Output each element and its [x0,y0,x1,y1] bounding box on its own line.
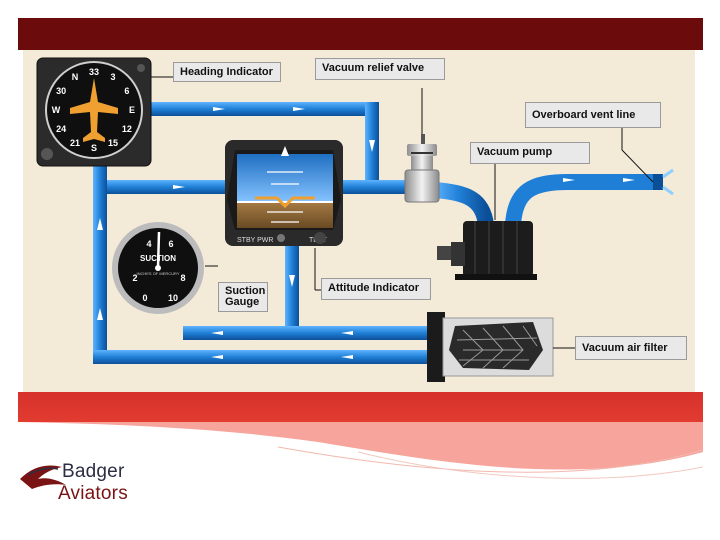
vacuum-pump [437,221,537,280]
slide-top-bar [18,18,703,50]
heading-tick-label: 12 [122,124,132,134]
pipe-pump-to-vent [505,174,658,226]
heading-tick-label: W [52,105,61,115]
callout-vacuum-air-filter: Vacuum air filter [575,336,687,360]
pipe-left-vertical [93,162,107,352]
heading-tick-label: 30 [56,86,66,96]
bird-wing-icon [20,465,66,489]
logo-line2: Aviators [58,483,128,504]
callout-heading-indicator: Heading Indicator [173,62,281,82]
suction-sublabel: INCHES OF MERCURY [136,271,179,276]
needle-icon [156,231,161,269]
pipe-top [151,102,379,116]
pipe-valve-to-pump [432,182,494,227]
heading-tick-label: 3 [110,72,115,82]
suction-tick-label: 6 [168,239,173,249]
heading-tick-label: N [72,72,79,82]
badger-aviators-logo: Badger Aviators [18,455,148,515]
suction-tick-label: 4 [146,239,151,249]
heading-tick-label: E [129,105,135,115]
suction-tick-label: 0 [142,293,147,303]
callout-vacuum-pump: Vacuum pump [470,142,590,164]
vacuum-air-filter [427,312,554,382]
logo-line1: Badger [62,461,125,482]
callout-attitude-indicator: Attitude Indicator [321,278,431,300]
suction-tick-label: 2 [132,273,137,283]
heading-tick-label: S [91,143,97,153]
miniature-aircraft-icon [255,196,315,209]
suction-tick-label: 8 [180,273,185,283]
suction-gauge-line2: Gauge [225,296,260,308]
callout-vacuum-relief-valve: Vacuum relief valve [315,58,445,80]
heading-tick-label: 6 [124,86,129,96]
attitude-indicator: STBY PWR TEST [225,140,343,246]
airplane-symbol-icon [70,78,118,142]
pipe-lower-inner [183,326,433,340]
stby-pwr-label: STBY PWR [237,237,273,244]
overboard-vent-end [653,168,674,196]
heading-tick-label: 24 [56,124,66,134]
vacuum-pipes [93,102,658,364]
suction-tick-label: 10 [168,293,178,303]
heading-tick-label: 15 [108,138,118,148]
bottom-accent-band [18,392,703,422]
heading-tick-label: 21 [70,138,80,148]
heading-tick-label: 33 [89,67,99,77]
callout-overboard-vent-line: Overboard vent line [525,102,661,128]
pipe-bottom [93,350,438,364]
vacuum-relief-valve [404,134,440,203]
pipe-attitude-drop [285,245,299,332]
suction-ticks: 02 4 6 810 [132,239,185,303]
decorative-swoosh [18,422,703,479]
callout-suction-gauge: Suction Gauge [218,282,268,312]
suction-gauge-line1: Suction [225,285,266,297]
leader-lines [151,76,654,349]
